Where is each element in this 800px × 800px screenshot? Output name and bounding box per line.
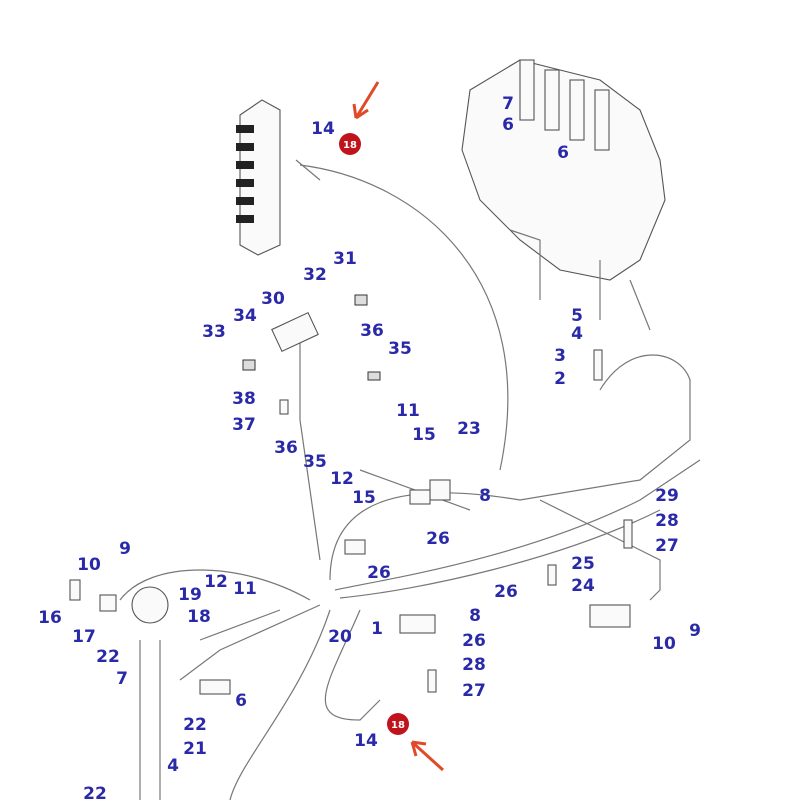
solenoid-block xyxy=(236,99,281,256)
callout-label: 25 xyxy=(571,554,595,574)
callout-label: 14 xyxy=(354,731,378,751)
callout-label: 26 xyxy=(367,563,391,583)
callout-label: 1 xyxy=(371,619,383,639)
pointer-arrows xyxy=(352,81,445,772)
callout-label: 37 xyxy=(232,415,256,435)
callout-label: 11 xyxy=(233,579,257,599)
callout-label: 22 xyxy=(183,715,207,735)
callout-label: 26 xyxy=(426,529,450,549)
callout-label: 5 xyxy=(571,306,583,326)
callout-label: 2 xyxy=(554,369,566,389)
callout-label: 7 xyxy=(502,94,514,114)
callout-label: 26 xyxy=(462,631,486,651)
callout-label: 38 xyxy=(232,389,256,409)
callout-label: 6 xyxy=(235,691,247,711)
callout-label: 17 xyxy=(72,627,96,647)
callout-label: 22 xyxy=(96,647,120,667)
callout-label: 6 xyxy=(557,143,569,163)
callout-label: 33 xyxy=(202,322,226,342)
callout-label: 31 xyxy=(333,249,357,269)
callout-label: 28 xyxy=(462,655,486,675)
callout-label: 11 xyxy=(396,401,420,421)
arrow-top-icon xyxy=(352,81,380,120)
callout-label: 30 xyxy=(261,289,285,309)
callout-label: 3 xyxy=(554,346,566,366)
callout-label: 29 xyxy=(655,486,679,506)
callout-label: 7 xyxy=(116,669,128,689)
control-valve xyxy=(461,59,666,331)
callout-label: 16 xyxy=(38,608,62,628)
callout-label: 21 xyxy=(183,739,207,759)
svg-text:18: 18 xyxy=(343,140,357,151)
callout-label: 26 xyxy=(494,582,518,602)
callout-label: 12 xyxy=(204,572,228,592)
callout-label: 4 xyxy=(571,324,583,344)
highlight-badge-bottom: 18 xyxy=(387,713,409,735)
callout-label: 28 xyxy=(655,511,679,531)
svg-text:18: 18 xyxy=(391,720,405,731)
callout-label: 6 xyxy=(502,115,514,135)
callout-label: 32 xyxy=(303,265,327,285)
callout-label: 8 xyxy=(479,486,491,506)
callout-label: 18 xyxy=(187,607,211,627)
callout-label: 23 xyxy=(457,419,481,439)
callout-label: 15 xyxy=(412,425,436,445)
callout-label: 9 xyxy=(689,621,701,641)
callout-label: 20 xyxy=(328,627,352,647)
callout-label: 9 xyxy=(119,539,131,559)
callout-label: 35 xyxy=(388,339,412,359)
callout-label: 27 xyxy=(655,536,679,556)
callout-label: 19 xyxy=(178,585,202,605)
callout-label: 36 xyxy=(360,321,384,341)
callout-label: 24 xyxy=(571,576,595,596)
callout-label: 34 xyxy=(233,306,257,326)
callout-label: 22 xyxy=(83,784,107,800)
small-parts xyxy=(69,294,633,695)
callout-label: 27 xyxy=(462,681,486,701)
callout-label: 10 xyxy=(652,634,676,654)
highlight-badge-top: 18 xyxy=(339,133,361,155)
callout-label: 35 xyxy=(303,452,327,472)
callout-label: 15 xyxy=(352,488,376,508)
arrow-bottom-icon xyxy=(410,740,445,772)
callout-label: 36 xyxy=(274,438,298,458)
callout-label: 8 xyxy=(469,606,481,626)
callout-label: 10 xyxy=(77,555,101,575)
hose-lines xyxy=(119,159,701,800)
callout-label: 14 xyxy=(311,119,335,139)
callout-label: 12 xyxy=(330,469,354,489)
callout-label: 4 xyxy=(167,756,179,776)
